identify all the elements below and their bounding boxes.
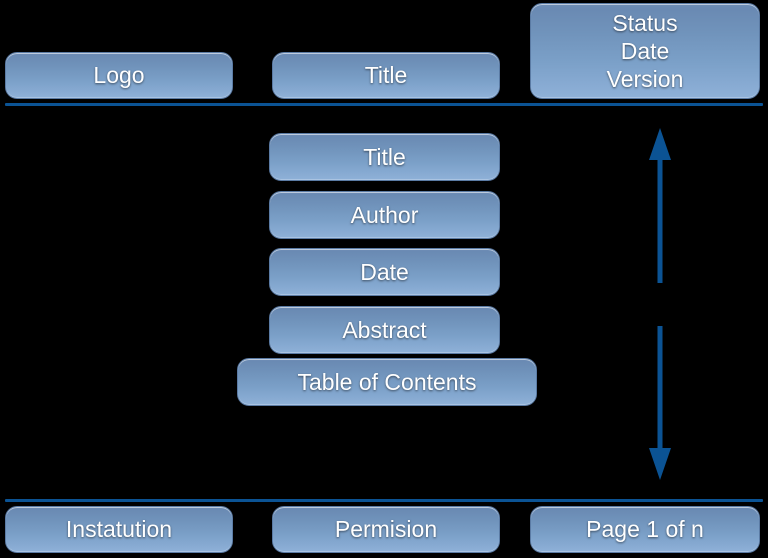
body-block-table-of-contents[interactable]: Table of Contents	[237, 358, 537, 406]
footer-page-label: Page 1 of n	[586, 516, 704, 543]
body-block-author-label: Author	[350, 201, 419, 228]
header-status-block[interactable]: Status Date Version	[530, 3, 760, 99]
header-status-line-2: Date	[620, 37, 670, 64]
header-title-block[interactable]: Title	[272, 52, 500, 99]
header-status-line-3: Version	[606, 66, 684, 93]
footer-permission-label: Permision	[334, 516, 438, 543]
body-block-date-label: Date	[360, 258, 409, 285]
header-logo-label: Logo	[93, 62, 145, 89]
vertical-double-arrow-icon	[637, 126, 683, 482]
header-status-line-1: Status	[612, 9, 678, 36]
header-title-label: Title	[364, 62, 408, 89]
body-block-title[interactable]: Title	[269, 133, 500, 181]
body-block-title-label: Title	[363, 143, 406, 170]
footer-institution-block[interactable]: Instatution	[5, 506, 233, 553]
footer-permission-block[interactable]: Permision	[272, 506, 500, 553]
footer-page-block[interactable]: Page 1 of n	[530, 506, 760, 553]
body-block-table-of-contents-label: Table of Contents	[297, 368, 477, 395]
body-block-abstract-label: Abstract	[342, 316, 427, 343]
footer-institution-label: Instatution	[65, 516, 173, 543]
header-logo-block[interactable]: Logo	[5, 52, 233, 99]
body-block-author[interactable]: Author	[269, 191, 500, 239]
body-block-date[interactable]: Date	[269, 248, 500, 296]
header-status-lines: Status Date Version	[531, 9, 759, 93]
header-divider	[5, 103, 763, 106]
footer-divider	[5, 499, 763, 502]
body-block-abstract[interactable]: Abstract	[269, 306, 500, 354]
